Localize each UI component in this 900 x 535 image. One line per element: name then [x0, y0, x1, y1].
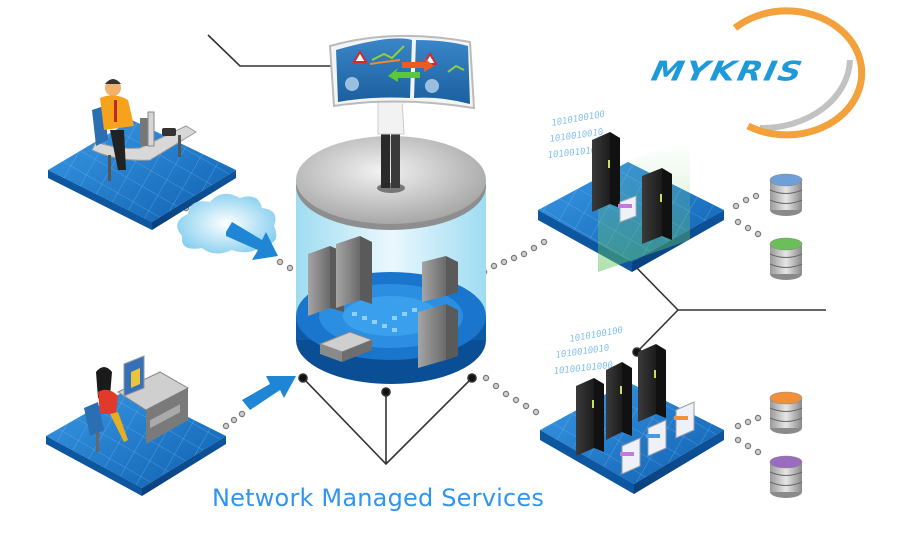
cluster-a-to-db-green-dots: [734, 218, 762, 238]
databases: [769, 173, 803, 498]
binary-text-b2: 1010010010: [555, 344, 610, 361]
connector-dot: [520, 250, 528, 258]
cluster-b-to-db-orange-dots: [734, 414, 762, 430]
connector-dot: [510, 254, 518, 262]
connector-dot: [754, 448, 762, 456]
connector-dot: [276, 258, 284, 266]
connector-dot: [500, 258, 508, 266]
connector-dot: [744, 442, 752, 450]
connector-dot: [754, 414, 762, 422]
hub-server-racks: [308, 236, 458, 368]
binary-text-a1: 1010100100: [551, 110, 606, 129]
connector-dot: [522, 402, 530, 410]
connector-dot: [734, 436, 742, 444]
noc-callout-line: [207, 34, 366, 67]
connector-dot: [532, 408, 540, 416]
connector-dot: [482, 374, 490, 382]
logo-ring-orange: [732, 7, 866, 139]
hub-to-cluster-a-dots: [480, 238, 548, 276]
connector-dot: [492, 382, 500, 390]
db-orange-icon: [769, 391, 803, 434]
connector-dot: [490, 262, 498, 270]
cluster-a-to-db-blue-dots: [732, 192, 760, 210]
connector-dot: [512, 396, 520, 404]
connector-dot: [744, 418, 752, 426]
binary-text-b1: 1010100100: [569, 326, 624, 345]
connector-dot: [752, 192, 760, 200]
connector-dot: [222, 422, 230, 430]
connector-dot: [530, 244, 538, 252]
db-green-icon: [769, 237, 803, 280]
connector-dot: [744, 224, 752, 232]
connector-dot: [502, 390, 510, 398]
mykris-logo: [732, 7, 866, 139]
connector-dot: [734, 422, 742, 430]
connector-dot: [732, 202, 740, 210]
office-user-node: [46, 355, 226, 496]
db-blue-icon: [769, 173, 803, 216]
connector-dot: [540, 238, 548, 246]
connector-dot: [238, 410, 246, 418]
cloud-arrow-icon: [226, 222, 278, 260]
server-cluster-b: 1010100100 1010010010 10100101000: [540, 326, 724, 494]
hub-to-cluster-b-dots: [482, 374, 540, 416]
connector-dot: [754, 230, 762, 238]
monitoring-dashboard-icon: [328, 34, 476, 110]
server-cluster-a: 1010100100 1010010010 10100101000: [538, 110, 724, 272]
connector-dot: [742, 196, 750, 204]
logo-text: MYKRIS: [648, 54, 807, 88]
connector-dot: [286, 264, 294, 272]
db-purple-icon: [769, 455, 803, 498]
diagram-caption: Network Managed Services: [212, 484, 545, 512]
office-arrow-icon: [242, 376, 296, 410]
binary-text-b3: 10100101000: [553, 361, 613, 377]
office-to-hub-dots: [222, 410, 246, 430]
support-agent-node: [48, 79, 236, 230]
connector-dot: [734, 218, 742, 226]
datacenter-hub: [296, 84, 486, 384]
connector-dot: [230, 416, 238, 424]
cluster-b-to-db-purple-dots: [734, 436, 762, 456]
logo-ring-gray: [759, 59, 853, 132]
